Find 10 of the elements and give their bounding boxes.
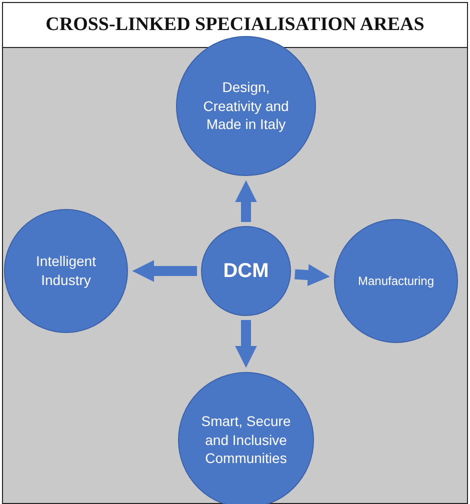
node-label: Intelligent Industry (35, 252, 97, 290)
node-label: Design, Creativity and Made in Italy (202, 78, 290, 134)
node-label: Smart, Secure and Inclusive Communities (200, 412, 292, 468)
block-arrow (235, 180, 257, 222)
node-label: DCM (223, 258, 269, 284)
block-arrow (294, 264, 330, 286)
title: CROSS-LINKED SPECIALISATION AREAS (3, 3, 467, 48)
node-label: Manufacturing (358, 272, 434, 290)
block-arrow (235, 320, 257, 368)
block-arrow (132, 260, 197, 282)
